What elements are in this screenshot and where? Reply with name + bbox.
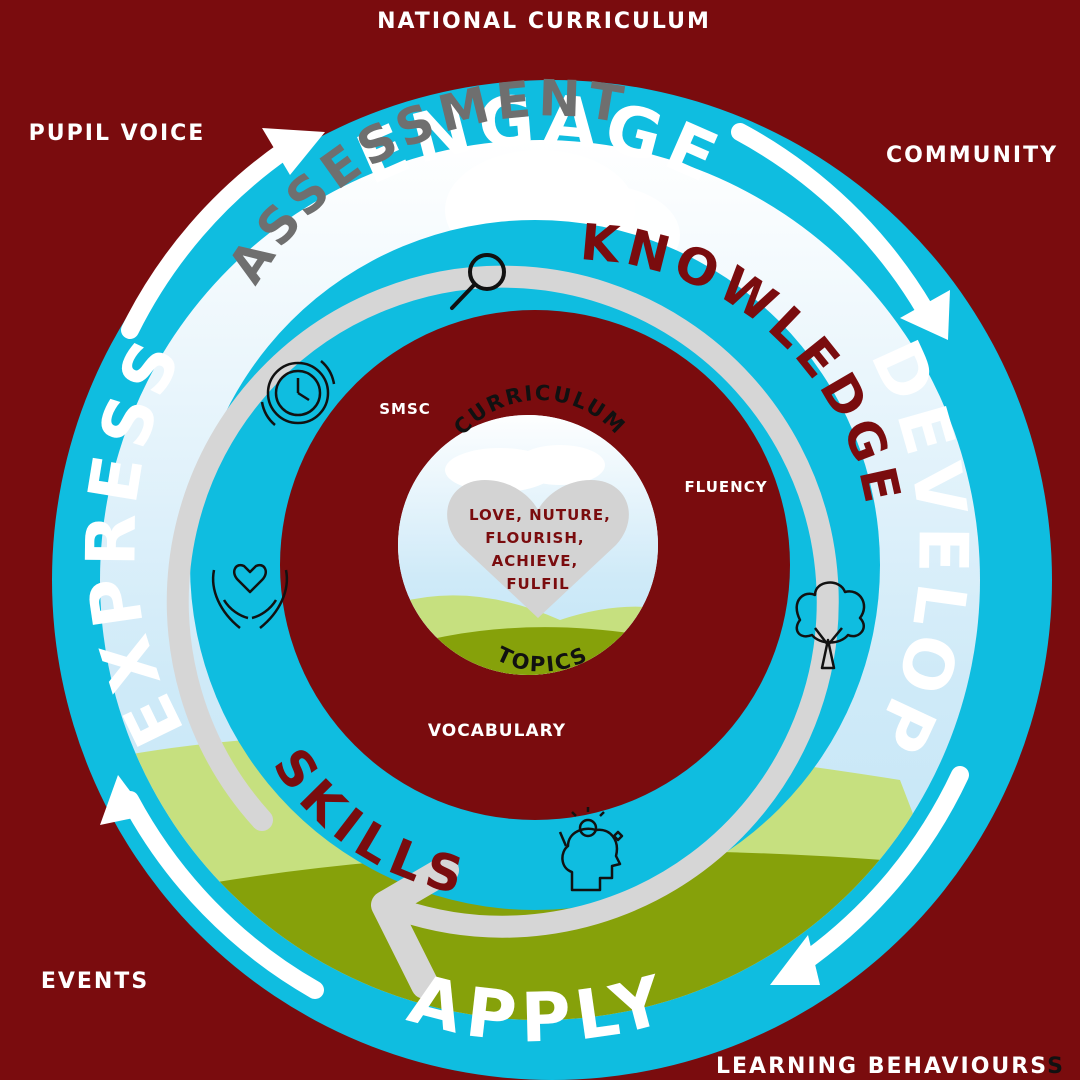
heart-shape: [447, 480, 629, 618]
pupil-voice-label: PUPIL VOICE: [29, 121, 206, 146]
arrow-head-top-left: [262, 128, 325, 175]
heart-line: ACHIEVE,: [492, 552, 579, 570]
learning-behaviours-label: LEARNING BEHAVIOURSS: [716, 1054, 1065, 1079]
creative-mind-icon: [558, 807, 624, 892]
heart-line: LOVE, NUTURE,: [469, 506, 611, 524]
cycle-arrow-heads: [100, 128, 950, 985]
clock-cycle-icon: [260, 360, 336, 426]
events-label: EVENTS: [41, 969, 149, 994]
arrow-head-top-right: [900, 290, 950, 340]
learning-behaviours-tail: S: [1047, 1054, 1065, 1079]
arrow-head-bottom-left: [100, 775, 148, 825]
magnifying-glass-icon: [450, 253, 506, 310]
fluency-label: FLUENCY: [684, 478, 767, 496]
community-label: COMMUNITY: [886, 143, 1058, 168]
caring-hands-icon: [211, 563, 289, 629]
heart-line: FLOURISH,: [485, 529, 584, 547]
assessment-arrow-head: [371, 856, 459, 999]
learning-behaviours-text: LEARNING BEHAVIOURS: [716, 1054, 1047, 1079]
arrow-head-bottom-right: [770, 935, 820, 985]
assessment-arrow: [166, 265, 839, 938]
smsc-label: SMSC: [379, 400, 431, 418]
tree-icon: [795, 581, 866, 670]
heart-line: FULFIL: [506, 575, 569, 593]
cycle-arrows: [121, 123, 969, 999]
national-curriculum-label: NATIONAL CURRICULUM: [377, 9, 711, 34]
heart-values: LOVE, NUTURE, FLOURISH, ACHIEVE, FULFIL: [469, 506, 617, 593]
vocabulary-label: VOCABULARY: [428, 721, 566, 741]
